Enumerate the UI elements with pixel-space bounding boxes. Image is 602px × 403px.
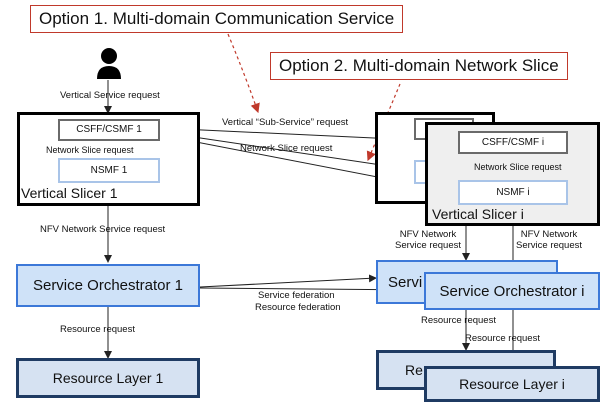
vertical-sub-service-request-label: Vertical “Sub-Service” request — [222, 117, 349, 128]
resource-layer-i: Resource Layer i — [424, 366, 600, 402]
resource-request-label-r2: Resource request — [465, 333, 540, 344]
nfv-ns-r1-line2: Service request — [395, 240, 462, 251]
nsmf-i-box: NSMF i — [458, 180, 568, 205]
network-slice-request-label-left: Network Slice request — [46, 145, 134, 155]
vertical-slicer-i-title: Vertical Slicer i — [432, 206, 524, 222]
nfv-ns-request-label-r2: NFV Network Service request — [516, 229, 582, 251]
option2-pointer — [366, 83, 401, 162]
csff-csmf-1-box: CSFF/CSMF 1 — [58, 119, 160, 141]
resource-request-label-left: Resource request — [60, 324, 135, 335]
vertical-service-request-label: Vertical Service request — [60, 90, 160, 101]
nfv-ns-r2-line1: NFV Network — [520, 229, 578, 240]
nfv-ns-r1-line1: NFV Network — [399, 229, 457, 240]
option2-callout: Option 2. Multi-domain Network Slice — [270, 52, 568, 80]
service-orchestrator-i: Service Orchestrator i — [424, 272, 600, 310]
nfv-ns-request-label-left: NFV Network Service request — [40, 224, 166, 235]
option1-pointer — [227, 33, 260, 114]
service-orchestrator-1: Service Orchestrator 1 — [16, 264, 200, 307]
network-slice-request-label-mid: Network Slice request — [240, 143, 333, 154]
network-slice-request-label-right: Network Slice request — [474, 162, 562, 172]
service-federation-label: Service federation — [258, 290, 335, 301]
nfv-ns-request-label-r1: NFV Network Service request — [395, 229, 461, 251]
option1-callout: Option 1. Multi-domain Communication Ser… — [30, 5, 404, 33]
resource-federation-label: Resource federation — [255, 302, 341, 313]
arrow-network-slice-to-right-back — [159, 131, 416, 173]
nsmf-1-box: NSMF 1 — [58, 158, 160, 183]
resource-request-label-r1: Resource request — [421, 315, 496, 326]
vertical-slicer-1-title: Vertical Slicer 1 — [21, 185, 118, 201]
user-icon — [95, 47, 123, 79]
resource-layer-1: Resource Layer 1 — [16, 358, 200, 398]
csff-csmf-i-box: CSFF/CSMF i — [458, 131, 568, 154]
nfv-ns-r2-line2: Service request — [516, 240, 583, 251]
arrow-federation-back — [199, 274, 377, 288]
